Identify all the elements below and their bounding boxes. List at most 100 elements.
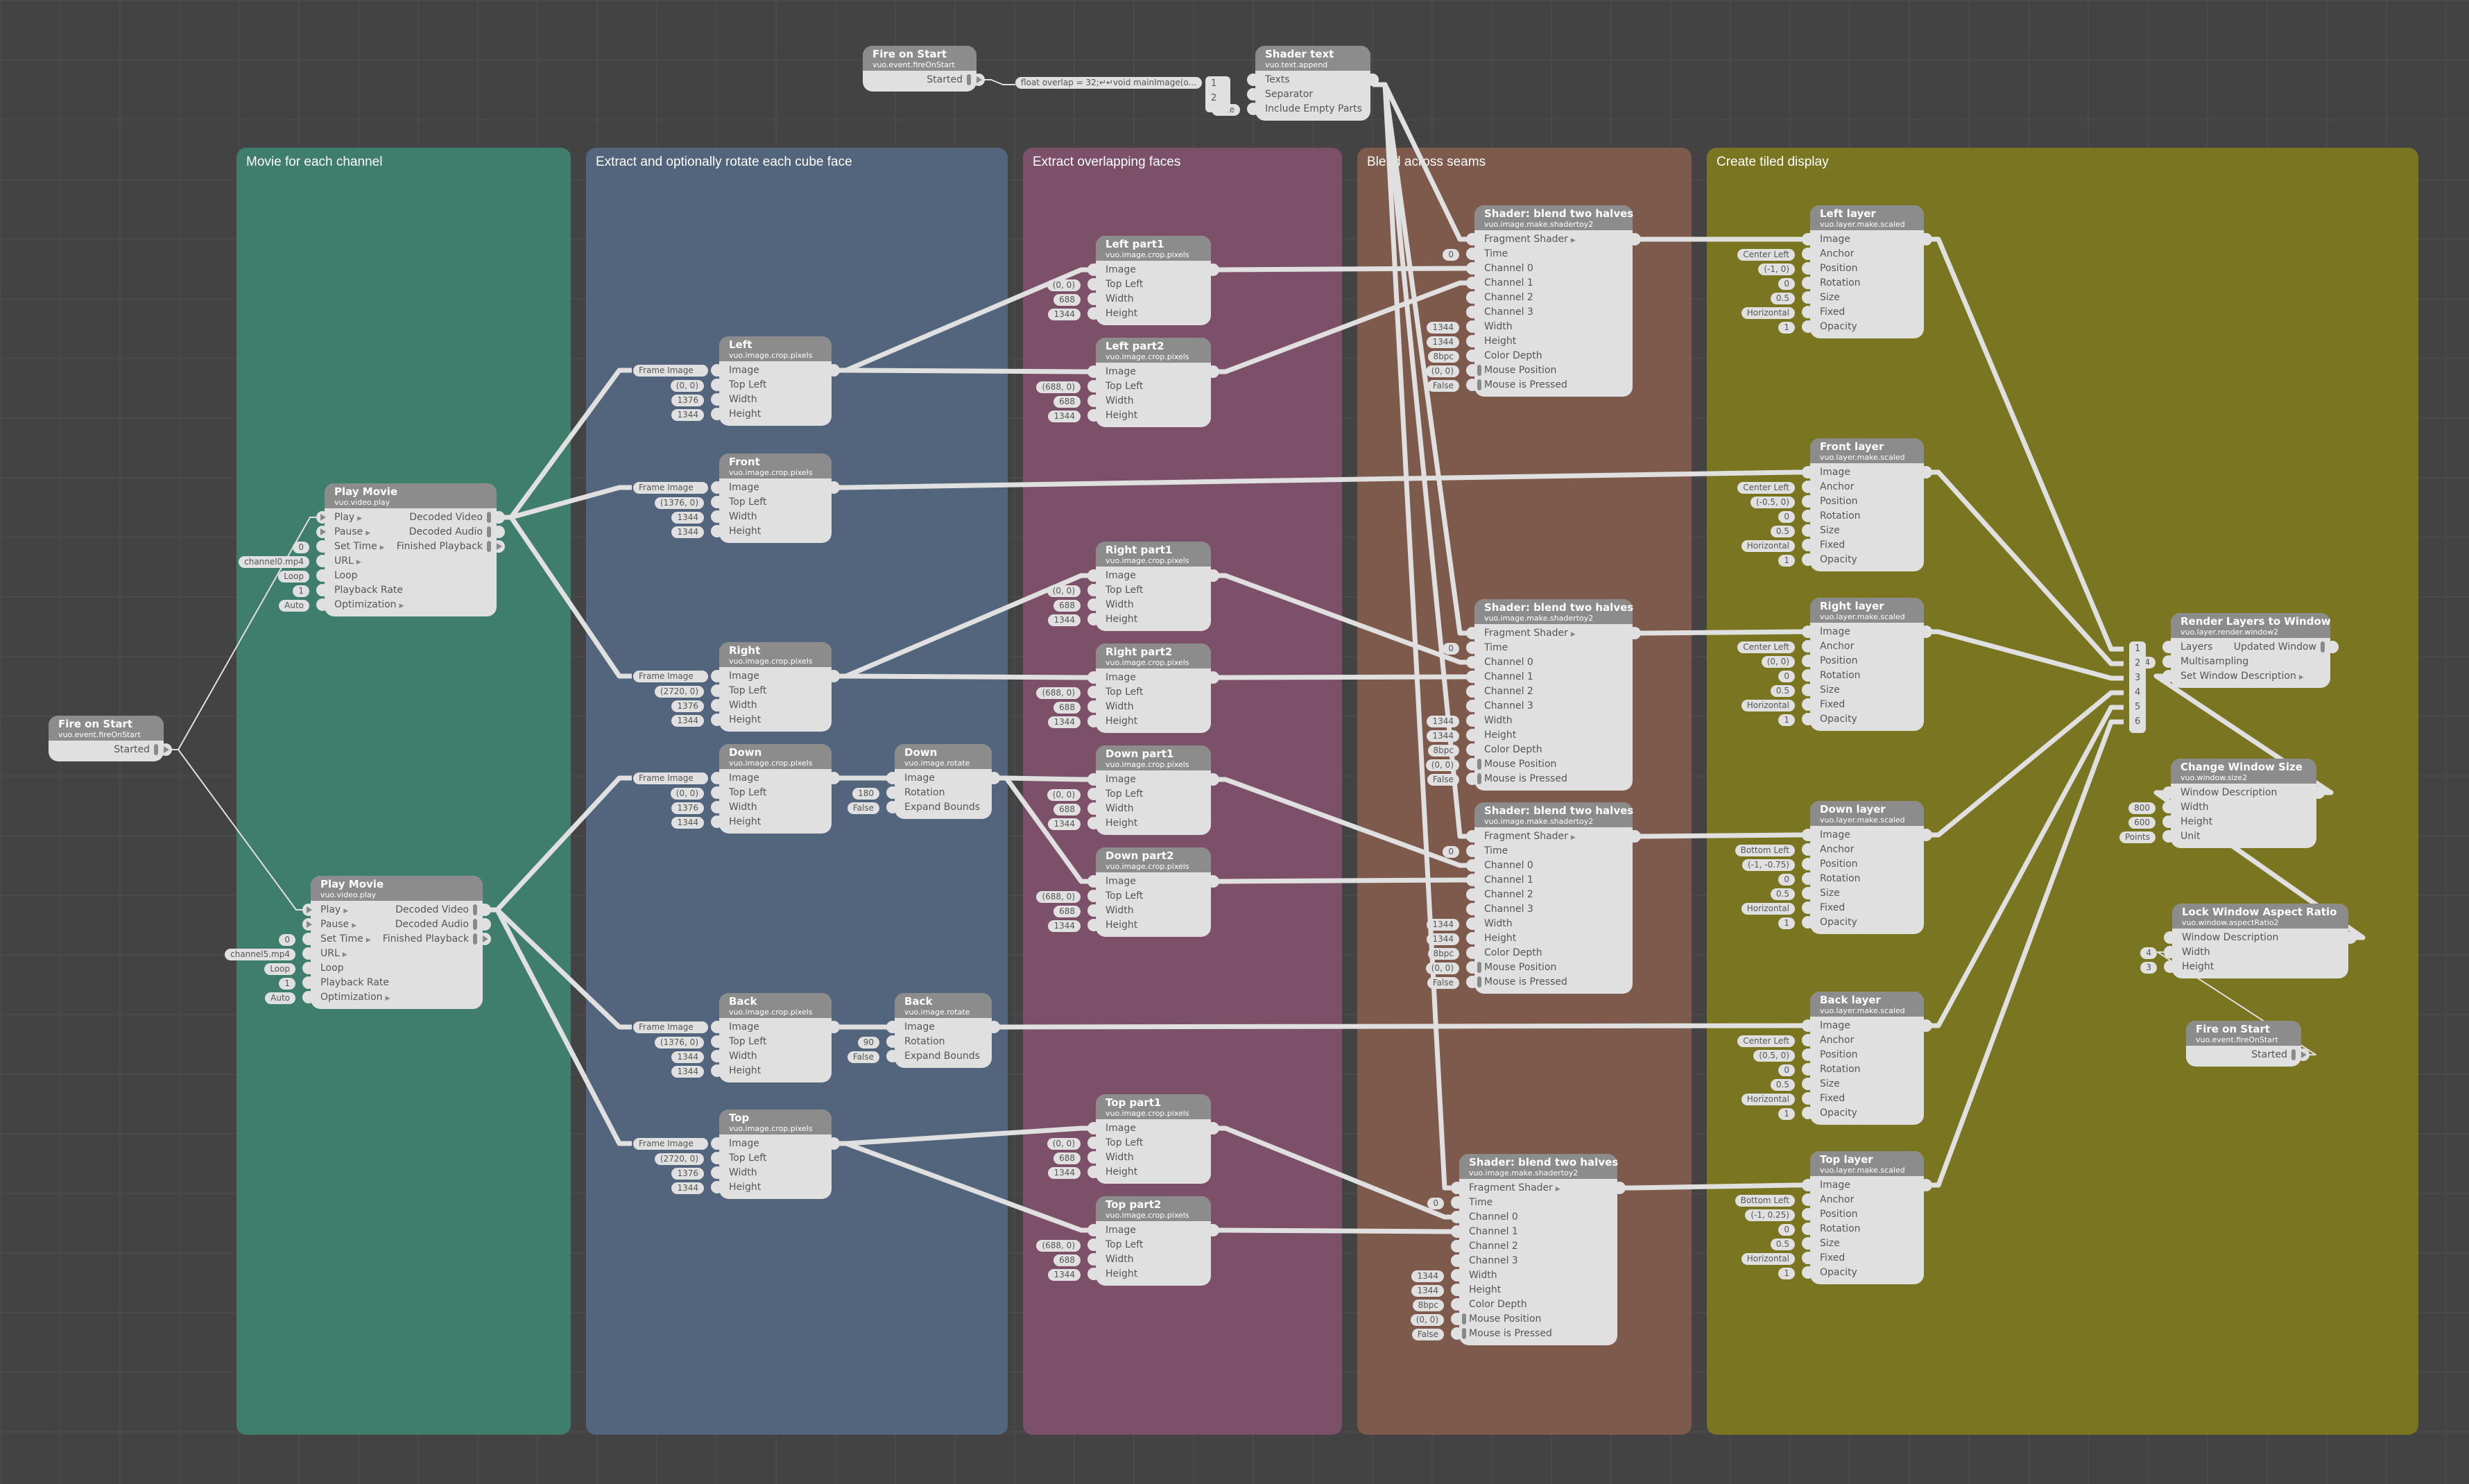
constant-value[interactable]: 0 — [279, 934, 295, 946]
input-port[interactable]: 0 — [293, 540, 329, 553]
constant-value[interactable]: 1344 — [1427, 730, 1459, 742]
constant-value[interactable]: Horizontal — [1741, 903, 1795, 915]
input-port[interactable]: 1344 — [671, 408, 723, 421]
input-port[interactable]: 1 — [1778, 1107, 1814, 1120]
type-converter[interactable]: Frame Image — [633, 671, 708, 682]
input-port[interactable]: 1344 — [671, 1064, 723, 1078]
constant-value[interactable]: (0, 0) — [1047, 279, 1081, 291]
constant-value[interactable]: 1344 — [671, 1051, 704, 1063]
input-port[interactable]: 1344 — [1048, 1268, 1100, 1281]
input-port[interactable]: 1344 — [1427, 714, 1479, 727]
constant-value[interactable]: (0, 0) — [1425, 365, 1459, 377]
input-port[interactable]: 688 — [1053, 598, 1100, 612]
constant-value[interactable]: 1344 — [1427, 336, 1459, 348]
input-port[interactable] — [316, 526, 329, 538]
constant-value[interactable]: 1344 — [1048, 1167, 1081, 1179]
constant-value[interactable]: 1344 — [1048, 920, 1081, 932]
input-port[interactable]: 0.5 — [1770, 1078, 1814, 1091]
input-port[interactable] — [1466, 233, 1479, 245]
input-port[interactable] — [1451, 1211, 1463, 1223]
constant-value[interactable]: 688 — [1053, 702, 1081, 714]
input-port[interactable] — [2162, 670, 2175, 682]
constant-value[interactable]: 1 — [1778, 1268, 1795, 1279]
constant-value[interactable]: 0.5 — [1770, 888, 1795, 900]
constant-value[interactable]: (-0.5, 0) — [1750, 497, 1795, 508]
output-port[interactable] — [1628, 830, 1641, 843]
input-port[interactable] — [1466, 277, 1479, 289]
input-port[interactable] — [1466, 700, 1479, 712]
drawer-item[interactable]: 1 — [1211, 78, 1217, 89]
constant-value[interactable]: Bottom Left — [1735, 845, 1795, 856]
input-port[interactable]: 1344 — [1048, 919, 1100, 932]
constant-value[interactable]: (1376, 0) — [654, 1037, 704, 1049]
drawer-item[interactable]: 1 — [2135, 644, 2141, 654]
input-port[interactable] — [711, 1137, 723, 1150]
constant-value[interactable]: Horizontal — [1741, 307, 1795, 319]
input-port[interactable]: 0 — [1778, 1223, 1814, 1236]
input-port[interactable]: 8bpc — [1412, 1298, 1463, 1311]
output-port[interactable] — [487, 540, 505, 553]
input-port[interactable]: 4 — [2139, 655, 2175, 668]
constant-value[interactable]: 688 — [1053, 1254, 1081, 1266]
input-port[interactable]: 0 — [1427, 1196, 1463, 1209]
input-port[interactable]: (0, 0) — [1047, 584, 1100, 597]
input-port[interactable]: 0.5 — [1770, 887, 1814, 900]
input-port[interactable]: 1344 — [1427, 335, 1479, 348]
input-port[interactable]: (-1, 0.25) — [1745, 1208, 1814, 1221]
input-port[interactable]: 0 — [1778, 872, 1814, 886]
constant-value[interactable]: Center Left — [1737, 1035, 1795, 1047]
constant-value[interactable]: False — [1427, 380, 1459, 392]
input-port[interactable] — [1466, 291, 1479, 304]
constant-value[interactable]: channel0.mp4 — [239, 556, 309, 568]
output-port[interactable] — [1366, 74, 1379, 86]
constant-value[interactable]: (-1, -0.75) — [1741, 859, 1795, 871]
input-port[interactable] — [1451, 1240, 1463, 1252]
input-port[interactable] — [302, 904, 315, 916]
constant-value[interactable]: (688, 0) — [1036, 687, 1081, 699]
constant-value[interactable]: 0 — [1427, 1198, 1444, 1209]
constant-value[interactable]: 1 — [1778, 714, 1795, 726]
input-port[interactable]: 1 — [1778, 713, 1814, 726]
type-converter[interactable]: Frame Image — [633, 365, 708, 377]
drawer-item[interactable]: 2 — [1211, 93, 1217, 103]
output-port[interactable] — [827, 364, 840, 377]
constant-value[interactable]: 1344 — [1411, 1285, 1444, 1297]
input-port[interactable]: 0 — [279, 933, 315, 946]
output-port[interactable] — [1628, 627, 1641, 639]
constant-value[interactable]: 1 — [1778, 555, 1795, 567]
constant-value[interactable]: Center Left — [1737, 249, 1795, 261]
constant-value[interactable]: 1 — [1778, 322, 1795, 334]
input-port[interactable]: 600 — [2128, 816, 2175, 829]
constant-value[interactable]: Auto — [279, 600, 309, 612]
input-port[interactable] — [1466, 859, 1479, 872]
constant-value[interactable]: 0 — [1443, 643, 1459, 655]
constant-value[interactable]: 1344 — [1427, 716, 1459, 727]
constant-value[interactable]: 1344 — [1411, 1270, 1444, 1282]
output-port[interactable] — [2344, 931, 2357, 944]
input-port[interactable]: 1 — [293, 584, 329, 597]
input-port[interactable]: 8bpc — [1427, 350, 1479, 363]
drawer-item[interactable]: 4 — [2135, 687, 2141, 698]
constant-value[interactable]: 688 — [1053, 804, 1081, 816]
constant-value[interactable]: 8bpc — [1427, 948, 1459, 960]
output-port[interactable] — [1920, 829, 1932, 841]
